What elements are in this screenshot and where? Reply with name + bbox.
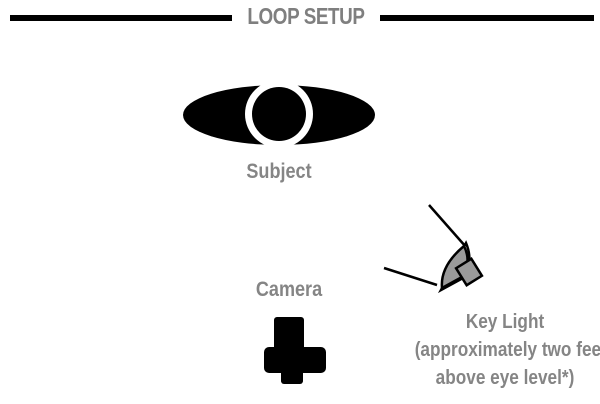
key-light-icon (383, 204, 484, 294)
key-light-label-block: Key Light (approximately two feet above … (414, 308, 600, 392)
key-light-label: Key Light (465, 311, 545, 333)
title-rule-left (10, 15, 232, 21)
subject-label: Subject (246, 160, 312, 183)
title-rule-right (380, 15, 594, 21)
key-light-beam-upper (428, 204, 467, 248)
key-light-note-line1: (approximately two feet (414, 339, 600, 361)
subject-head (252, 87, 306, 141)
camera-label: Camera (255, 278, 323, 301)
key-light-handle (454, 257, 484, 287)
camera-viewfinder (283, 341, 295, 347)
key-light-note-line2: above eye level*) (435, 367, 575, 389)
camera-body (264, 347, 326, 373)
key-light-head (440, 244, 469, 291)
camera-lens (274, 317, 304, 351)
subject-icon (183, 80, 375, 148)
key-light-beam-lower (383, 266, 438, 287)
page-title: LOOP SETUP (247, 3, 365, 29)
camera-icon (264, 317, 326, 384)
camera-grip (281, 368, 303, 384)
